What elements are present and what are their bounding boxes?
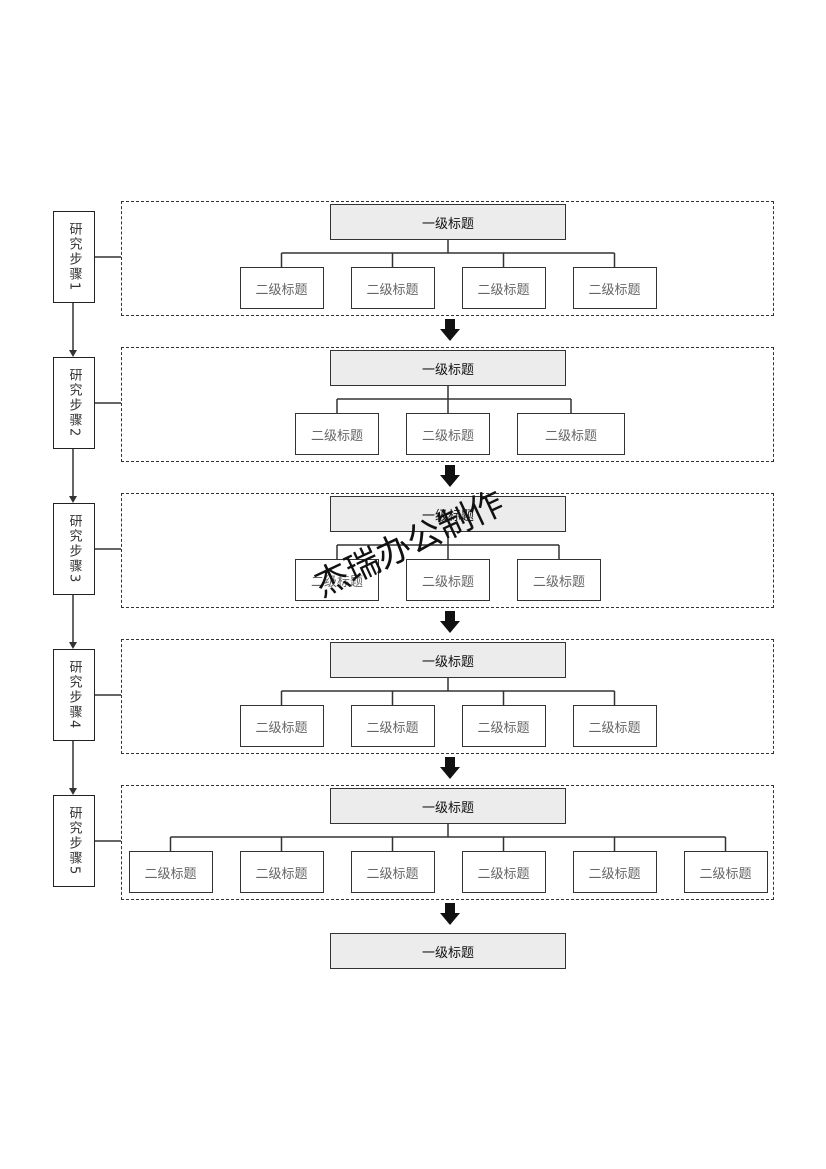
step-5-child-6: 二级标题 xyxy=(683,851,768,893)
step-4-title-label: 一级标题 xyxy=(421,654,474,670)
step-2-title: 一级标题 xyxy=(330,350,566,386)
step-4-child-2: 二级标题 xyxy=(350,705,435,747)
step-4-child-1-label: 二级标题 xyxy=(255,720,308,736)
step-2-box-label: 研究步骤2 xyxy=(66,367,82,439)
step-4-title: 一级标题 xyxy=(330,642,566,678)
step-1-title-label: 一级标题 xyxy=(421,216,474,232)
step-2-flow-arrow xyxy=(440,465,460,487)
step-3-child-1: 二级标题 xyxy=(295,559,379,601)
step-5-group xyxy=(121,785,774,900)
step-4-child-3: 二级标题 xyxy=(461,705,546,747)
step-4-box: 研究步骤4 xyxy=(53,649,95,741)
step-3-child-2-label: 二级标题 xyxy=(421,574,474,590)
step-3-flow-arrow xyxy=(440,611,460,633)
step-4-flow-arrow xyxy=(440,757,460,779)
step-1-child-2-label: 二级标题 xyxy=(366,282,419,298)
step-4-group xyxy=(121,639,774,754)
step-5-child-2: 二级标题 xyxy=(239,851,324,893)
step-2-group xyxy=(121,347,774,462)
step-4-down-arrowhead xyxy=(69,788,77,795)
step-4-child-4-label: 二级标题 xyxy=(588,720,641,736)
step-1-child-4-label: 二级标题 xyxy=(588,282,641,298)
step-1-child-2: 二级标题 xyxy=(350,267,435,309)
step-3-child-1-label: 二级标题 xyxy=(310,574,363,590)
final-title: 一级标题 xyxy=(330,933,566,969)
step-3-group xyxy=(121,493,774,608)
step-3-child-3: 二级标题 xyxy=(517,559,601,601)
step-1-group xyxy=(121,201,774,316)
step-3-child-3-label: 二级标题 xyxy=(532,574,585,590)
step-1-box-label: 研究步骤1 xyxy=(66,221,82,293)
step-2-child-3-label: 二级标题 xyxy=(544,428,597,444)
step-2-box: 研究步骤2 xyxy=(53,357,95,449)
step-2-child-2-label: 二级标题 xyxy=(421,428,474,444)
step-5-child-1-label: 二级标题 xyxy=(144,866,197,882)
step-5-child-6-label: 二级标题 xyxy=(699,866,752,882)
step-5-flow-arrow xyxy=(440,903,460,925)
step-2-child-2: 二级标题 xyxy=(406,413,490,455)
step-4-child-2-label: 二级标题 xyxy=(366,720,419,736)
step-2-title-label: 一级标题 xyxy=(421,362,474,378)
final-title-label: 一级标题 xyxy=(421,945,474,961)
step-5-box: 研究步骤5 xyxy=(53,795,95,887)
step-2-down-arrowhead xyxy=(69,496,77,503)
step-5-child-5-label: 二级标题 xyxy=(588,866,641,882)
step-3-down-arrowhead xyxy=(69,642,77,649)
step-2-child-3: 二级标题 xyxy=(517,413,625,455)
step-1-down-arrowhead xyxy=(69,350,77,357)
step-4-child-1: 二级标题 xyxy=(239,705,324,747)
step-1-child-1: 二级标题 xyxy=(239,267,324,309)
step-5-box-label: 研究步骤5 xyxy=(66,805,82,877)
step-1-child-1-label: 二级标题 xyxy=(255,282,308,298)
step-1-title: 一级标题 xyxy=(330,204,566,240)
step-2-child-1: 二级标题 xyxy=(295,413,379,455)
step-5-title: 一级标题 xyxy=(330,788,566,824)
step-5-child-1: 二级标题 xyxy=(128,851,213,893)
step-4-child-3-label: 二级标题 xyxy=(477,720,530,736)
step-5-child-3-label: 二级标题 xyxy=(366,866,419,882)
step-3-box: 研究步骤3 xyxy=(53,503,95,595)
step-4-child-4: 二级标题 xyxy=(572,705,657,747)
step-3-child-2: 二级标题 xyxy=(406,559,490,601)
step-1-flow-arrow xyxy=(440,319,460,341)
step-5-child-5: 二级标题 xyxy=(572,851,657,893)
step-5-child-2-label: 二级标题 xyxy=(255,866,308,882)
step-5-child-3: 二级标题 xyxy=(350,851,435,893)
step-1-child-3-label: 二级标题 xyxy=(477,282,530,298)
step-5-child-4: 二级标题 xyxy=(461,851,546,893)
step-4-box-label: 研究步骤4 xyxy=(66,659,82,731)
step-1-box: 研究步骤1 xyxy=(53,211,95,303)
step-1-child-3: 二级标题 xyxy=(461,267,546,309)
step-3-title: 一级标题 xyxy=(330,496,566,532)
step-5-title-label: 一级标题 xyxy=(421,800,474,816)
step-3-box-label: 研究步骤3 xyxy=(66,513,82,585)
step-2-child-1-label: 二级标题 xyxy=(310,428,363,444)
step-3-title-label: 一级标题 xyxy=(421,508,474,524)
step-5-child-4-label: 二级标题 xyxy=(477,866,530,882)
step-1-child-4: 二级标题 xyxy=(572,267,657,309)
